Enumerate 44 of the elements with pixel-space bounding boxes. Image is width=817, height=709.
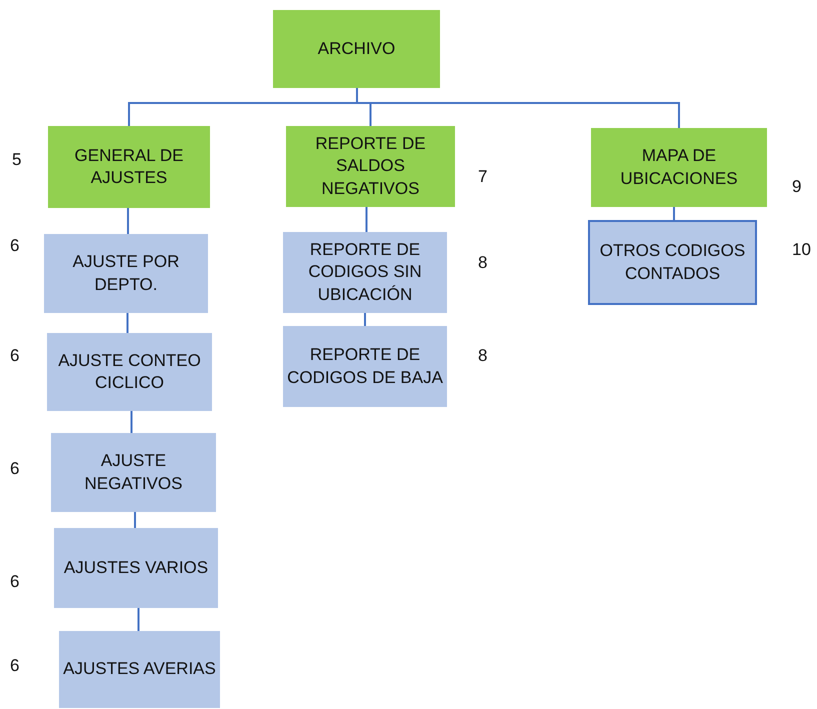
process-box — [59, 631, 220, 708]
callout-number: 6 — [10, 656, 20, 676]
box-label: GENERAL DE AJUSTES — [74, 144, 184, 189]
process-box — [588, 220, 757, 305]
box-label: REPORTE DE CODIGOS SIN UBICACIÓN — [307, 239, 423, 306]
box-label: REPORTE DE CODIGOS DE BAJA — [287, 344, 443, 388]
box-label: AJUSTES VARIOS — [64, 556, 208, 579]
connector-line — [130, 411, 132, 433]
box-label: OTROS CODIGOS CONTADOS — [598, 240, 746, 284]
box-label: AJUSTE NEGATIVOS — [84, 450, 184, 494]
box-label: REPORTE DE SALDOS NEGATIVOS — [314, 133, 427, 200]
process-box — [286, 126, 455, 207]
callout-number: 6 — [10, 346, 20, 366]
process-box — [48, 126, 210, 208]
box-label: AJUSTE POR DEPTO. — [72, 251, 180, 296]
callout-number: 10 — [792, 240, 811, 260]
connector-line — [356, 88, 680, 128]
callout-number: 6 — [10, 459, 20, 479]
connector-line — [366, 207, 368, 232]
box-label: ARCHIVO — [318, 38, 396, 60]
process-box — [591, 128, 767, 207]
callout-number: 6 — [10, 572, 20, 592]
process-box — [273, 10, 440, 88]
process-box — [51, 433, 216, 512]
connector-line — [138, 608, 140, 631]
callout-number: 7 — [478, 167, 488, 187]
callout-number: 8 — [478, 253, 488, 273]
connector-line — [673, 207, 675, 220]
connector-line — [364, 313, 366, 326]
box-label: MAPA DE UBICACIONES — [619, 145, 739, 190]
connector-line — [127, 208, 129, 234]
process-box — [283, 326, 447, 407]
callout-number: 5 — [12, 150, 22, 170]
process-box — [54, 528, 218, 608]
box-label: AJUSTES AVERIAS — [63, 658, 216, 680]
callout-number: 9 — [792, 177, 802, 197]
connector-line — [126, 313, 128, 333]
process-box — [283, 232, 447, 313]
process-box — [47, 333, 212, 411]
callout-number: 8 — [478, 346, 488, 366]
connector-line — [134, 512, 136, 528]
callout-number: 6 — [10, 236, 20, 256]
process-box — [44, 234, 208, 313]
box-label: AJUSTE CONTEO CICLICO — [57, 350, 202, 394]
